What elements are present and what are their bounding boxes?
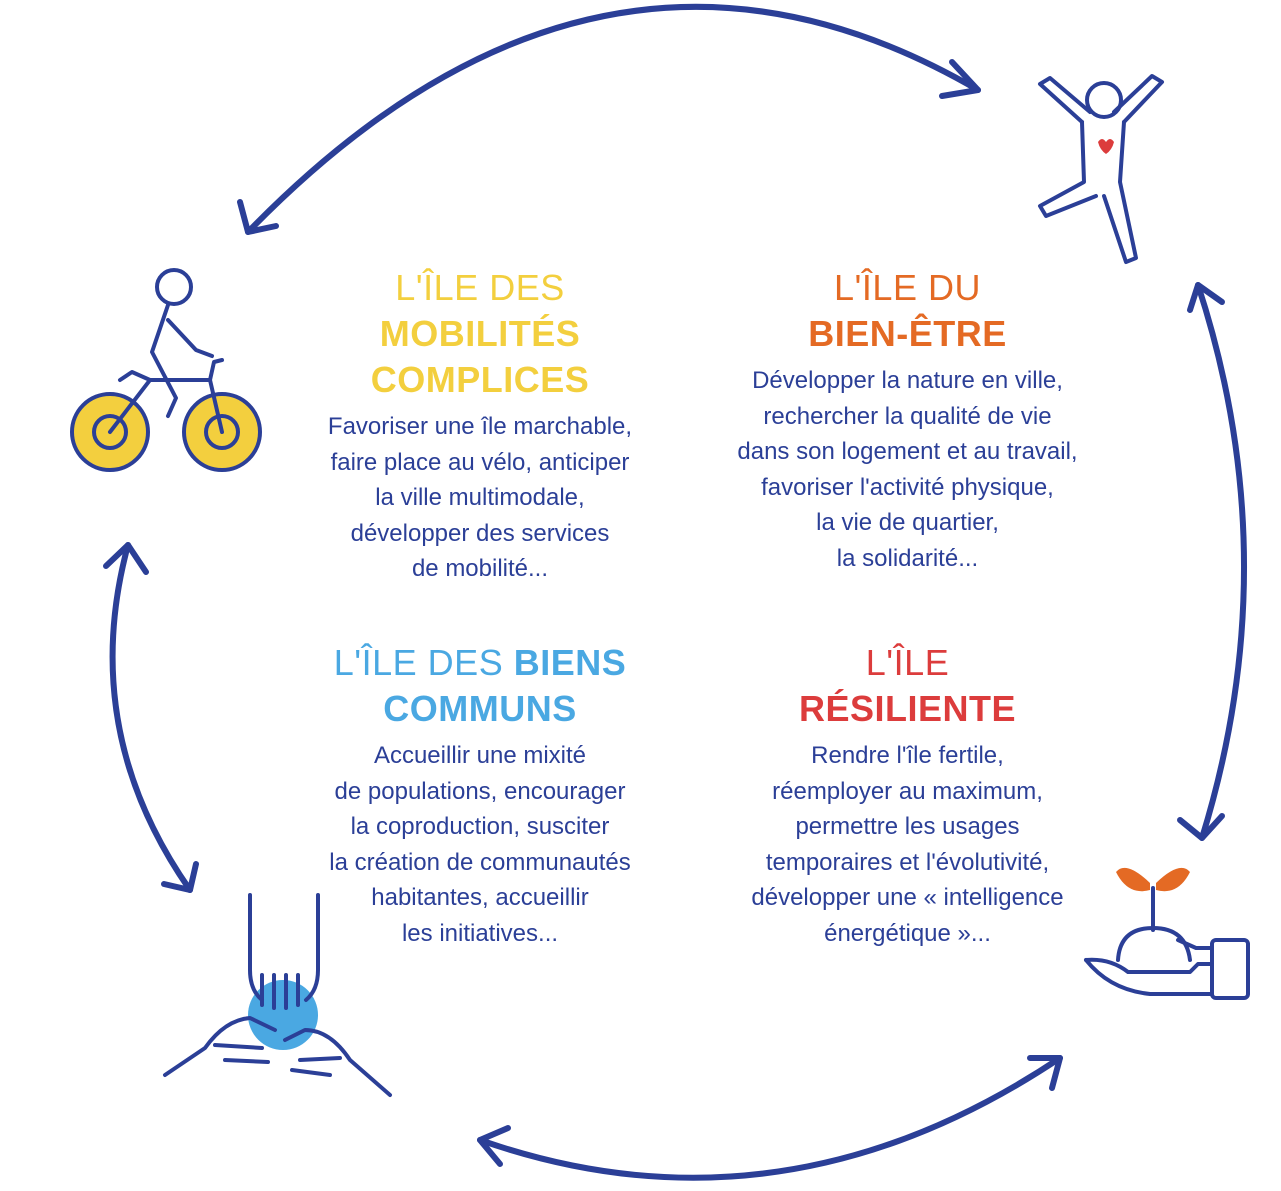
block-biens-communs: L'ÎLE DES BIENS COMMUNS Accueillir une m… [280, 640, 680, 951]
joyful-person-icon [1038, 74, 1164, 264]
resiliente-desc-line: permettre les usages [795, 813, 1020, 840]
bien-etre-desc-line: dans son logement et au travail, [737, 438, 1078, 465]
mobilites-title-line1: L'ÎLE DES [395, 267, 565, 308]
resiliente-desc-line: réemployer au maximum, [772, 777, 1043, 805]
block-biens-communs-description: Accueillir une mixité de populations, en… [280, 738, 680, 951]
block-bien-etre-title: L'ÎLE DU BIEN-ÊTRE [700, 265, 1115, 357]
biens-communs-desc-line: de populations, encourager [334, 777, 626, 805]
resiliente-desc-line: temporaires et l'évolutivité, [765, 848, 1050, 876]
resiliente-desc-line: énergétique »... [824, 919, 991, 947]
mobilites-desc-line: développer des services [350, 519, 610, 547]
arrow-left [103, 542, 199, 893]
block-resiliente-description: Rendre l'île fertile, réemployer au maxi… [705, 738, 1110, 951]
block-mobilites-description: Favoriser une île marchable, faire place… [280, 409, 680, 587]
biens-communs-title-light: L'ÎLE DES [333, 642, 504, 683]
arrow-top [237, 3, 981, 235]
mobilites-title-line2: MOBILITÉS [379, 313, 581, 354]
biens-communs-title-line2: COMMUNS [383, 688, 577, 729]
cyclist-icon [70, 268, 262, 472]
hand-holding-sprout-icon [1084, 867, 1250, 1000]
bien-etre-desc-line: favoriser l'activité physique, [761, 473, 1054, 501]
mobilites-desc-line: de mobilité... [411, 555, 549, 582]
block-bien-etre-description: Développer la nature en ville, recherche… [700, 363, 1115, 576]
biens-communs-desc-line: la création de communautés [329, 848, 631, 876]
bien-etre-title-line1: L'ÎLE DU [834, 267, 981, 308]
biens-communs-desc-line: habitantes, accueillir [371, 884, 589, 911]
resiliente-desc-line: Rendre l'île fertile, [811, 742, 1004, 769]
mobilites-desc-line: Favoriser une île marchable, [327, 413, 633, 440]
block-mobilites-title: L'ÎLE DES MOBILITÉS COMPLICES [280, 265, 680, 403]
block-mobilites-complices: L'ÎLE DES MOBILITÉS COMPLICES Favoriser … [280, 265, 680, 587]
bien-etre-desc-line: la vie de quartier, [816, 509, 999, 536]
block-biens-communs-title: L'ÎLE DES BIENS COMMUNS [280, 640, 680, 732]
bien-etre-desc-line: Développer la nature en ville, [752, 367, 1063, 394]
biens-communs-desc-line: Accueillir une mixité [373, 742, 587, 769]
resiliente-title-line2: RÉSILIENTE [798, 688, 1017, 729]
joined-hands-icon [163, 893, 392, 1097]
mobilites-desc-line: la ville multimodale, [375, 484, 585, 511]
bien-etre-desc-line: rechercher la qualité de vie [763, 402, 1052, 430]
bien-etre-title-line2: BIEN-ÊTRE [808, 313, 1007, 354]
arrow-bottom [477, 1055, 1063, 1181]
block-bien-etre: L'ÎLE DU BIEN-ÊTRE Développer la nature … [700, 265, 1115, 576]
block-resiliente-title: L'ÎLE RÉSILIENTE [705, 640, 1110, 732]
mobilites-desc-line: faire place au vélo, anticiper [330, 448, 630, 476]
biens-communs-desc-line: les initiatives... [401, 919, 559, 947]
block-resiliente: L'ÎLE RÉSILIENTE Rendre l'île fertile, r… [705, 640, 1110, 951]
biens-communs-title-bold: BIENS [513, 642, 627, 683]
biens-communs-desc-line: la coproduction, susciter [350, 813, 610, 840]
resiliente-title-line1: L'ÎLE [865, 642, 950, 683]
bien-etre-desc-line: la solidarité... [836, 544, 979, 572]
resiliente-desc-line: développer une « intelligence [751, 884, 1064, 911]
mobilites-title-line3: COMPLICES [370, 359, 590, 400]
arrow-right [1177, 282, 1247, 841]
